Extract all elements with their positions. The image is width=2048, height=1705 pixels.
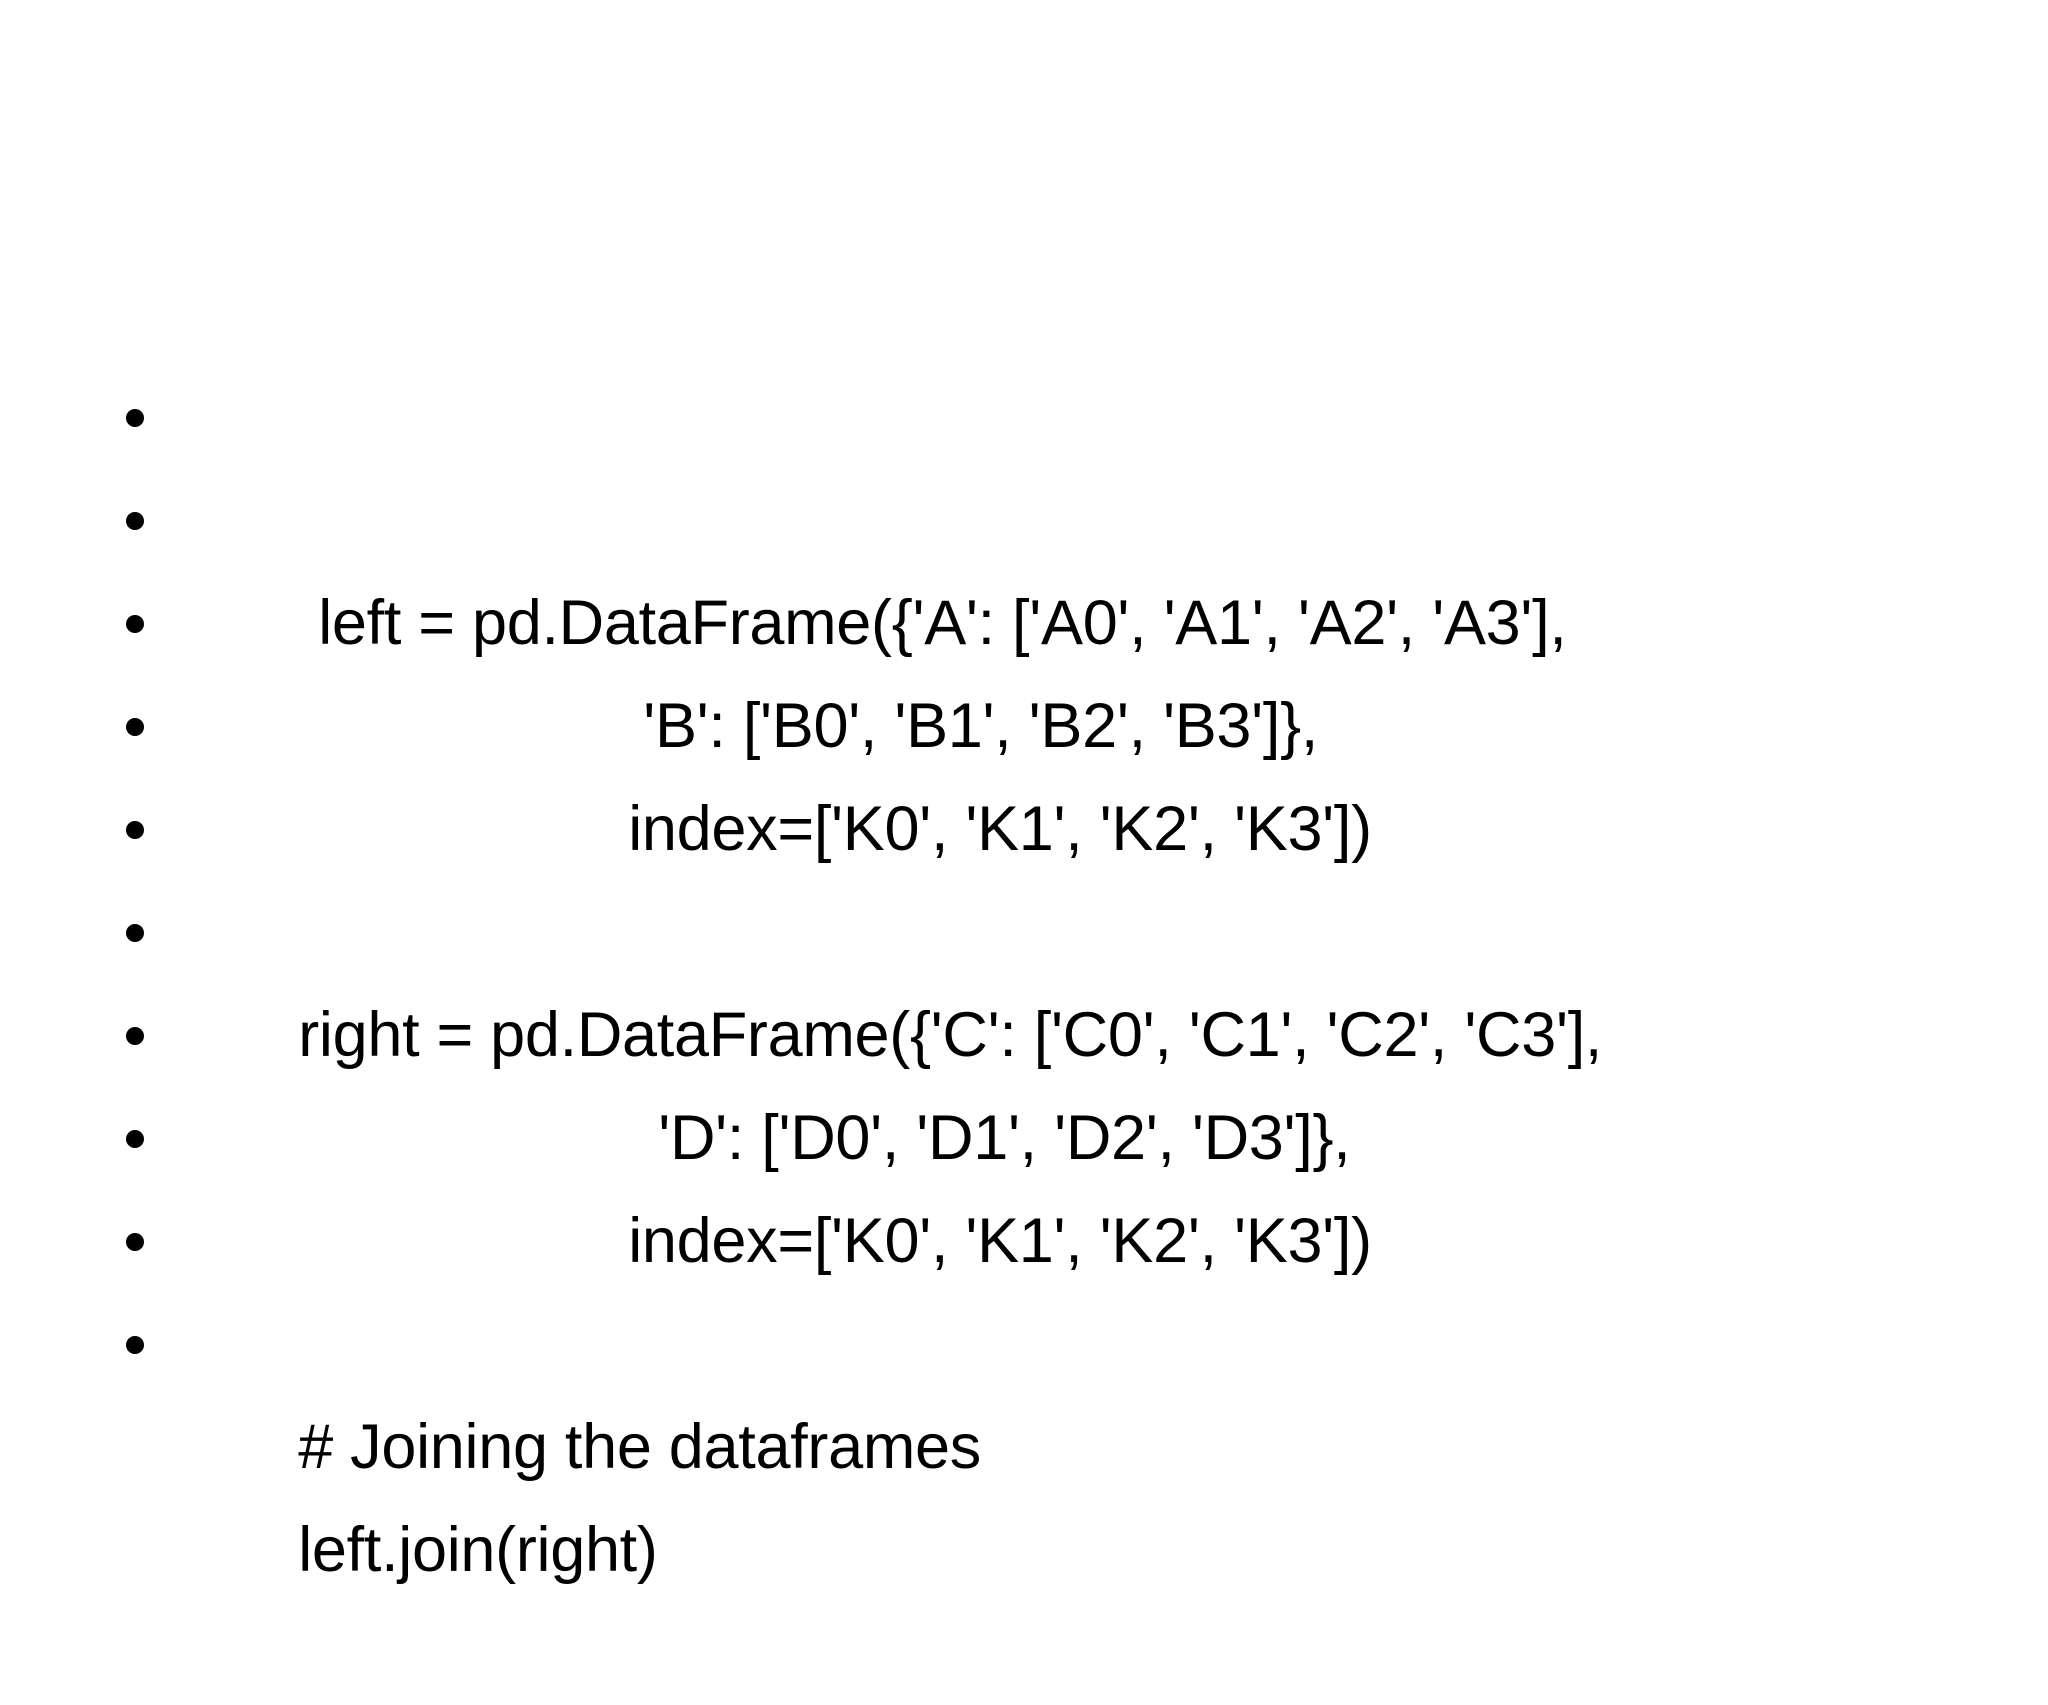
list-item: index=['K0', 'K1', 'K2', 'K3']) [0, 572, 2048, 864]
list-item: 'D': ['D0', 'D1', 'D2', 'D3']}, [0, 881, 2048, 1173]
code-line-text: index=['K0', 'K1', 'K2', 'K3']) [628, 1206, 1372, 1276]
code-line-text: right = pd.DataFrame({'C': ['C0', 'C1', … [298, 1000, 1603, 1070]
code-line-text: 'D': ['D0', 'D1', 'D2', 'D3']}, [658, 1103, 1351, 1173]
bullet-dot-icon [126, 924, 144, 942]
bullet-dot-icon [126, 821, 144, 839]
list-item: left = pd.DataFrame({'A': ['A0', 'A1', '… [0, 366, 2048, 658]
bullet-dot-icon [126, 512, 144, 530]
list-item: right = pd.DataFrame({'C': ['C0', 'C1', … [0, 778, 2048, 1070]
bullet-dot-icon [126, 1130, 144, 1148]
bullet-dot-icon [126, 409, 144, 427]
code-line-text: left = pd.DataFrame({'A': ['A0', 'A1', '… [318, 588, 1567, 658]
code-line-text: 'B': ['B0', 'B1', 'B2', 'B3']}, [643, 691, 1319, 761]
code-bullet-list: left = pd.DataFrame({'A': ['A0', 'A1', '… [0, 366, 2048, 1585]
slide-canvas: left = pd.DataFrame({'A': ['A0', 'A1', '… [0, 366, 2048, 1585]
list-item [0, 1087, 2048, 1190]
list-item: # Joining the dataframes [0, 1190, 2048, 1482]
list-item [0, 675, 2048, 778]
code-line-text: # Joining the dataframes [298, 1412, 981, 1482]
bullet-dot-icon [126, 615, 144, 633]
code-line-text: index=['K0', 'K1', 'K2', 'K3']) [628, 794, 1372, 864]
code-line-text: left.join(right) [298, 1515, 658, 1585]
list-item: 'B': ['B0', 'B1', 'B2', 'B3']}, [0, 469, 2048, 761]
bullet-dot-icon [126, 1027, 144, 1045]
bullet-dot-icon [126, 1336, 144, 1354]
list-item: left.join(right) [0, 1293, 2048, 1585]
bullet-dot-icon [126, 1233, 144, 1251]
bullet-dot-icon [126, 718, 144, 736]
list-item: index=['K0', 'K1', 'K2', 'K3']) [0, 984, 2048, 1276]
